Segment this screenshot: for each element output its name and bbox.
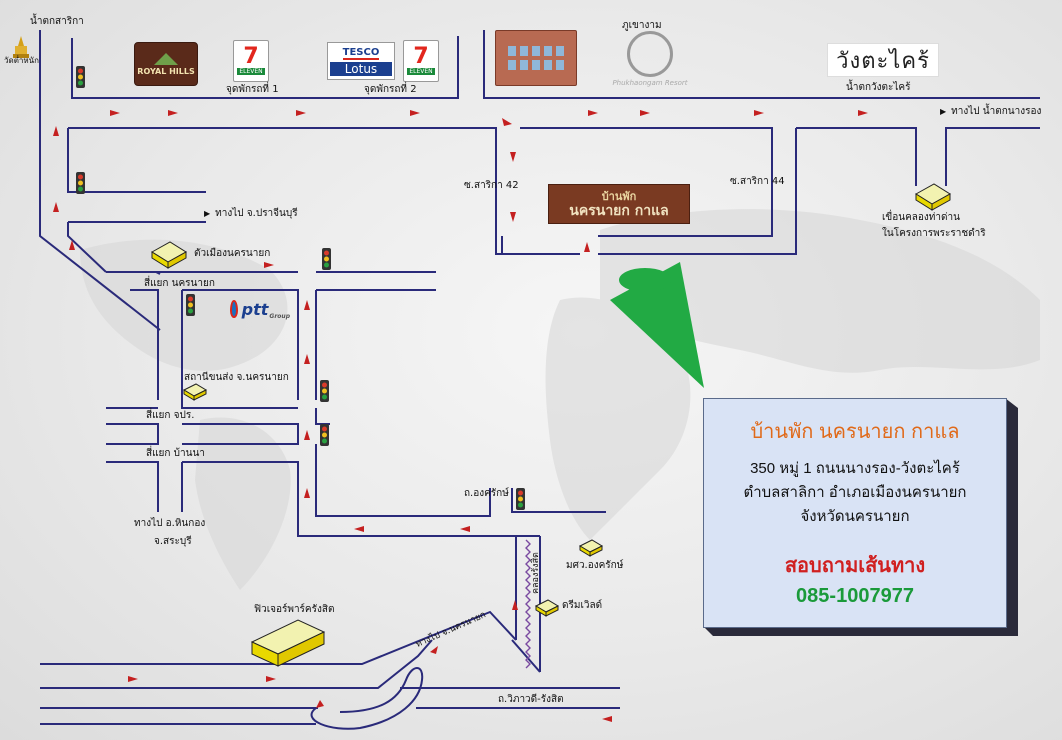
arrow-right-nakhon — [264, 262, 274, 268]
arrow-right-3 — [296, 110, 306, 116]
arrow-right-8 — [858, 110, 868, 116]
seven-eleven-logo: 7 ELEVEN — [233, 40, 269, 82]
arrow-right-4 — [410, 110, 420, 116]
arrow-down-soi42b — [510, 212, 516, 222]
label-soi-44-name: ซ.สาริกา — [730, 176, 769, 187]
card-phone[interactable]: 085-1007977 — [796, 585, 914, 607]
small-building-icon — [578, 539, 604, 557]
traffic-lights — [76, 66, 525, 510]
wangtakrai-logo: วังตะไคร้ — [827, 43, 939, 77]
arrow-loop-bottom — [316, 700, 324, 708]
small-building-icon — [182, 383, 208, 401]
arrow-up-resort — [584, 242, 590, 252]
label-rest-stop-1: จุดพักรถที่ 1 — [226, 84, 279, 95]
future-park-building — [250, 619, 326, 667]
arrow-right-hw2 — [266, 676, 276, 682]
label-dreamworld: ดรีมเวิลด์ — [562, 600, 603, 611]
temple-icon — [13, 36, 29, 58]
traffic-light-icon — [516, 488, 525, 510]
location-pointer — [610, 262, 704, 388]
label-to-prachinburi: ทางไป จ.ปราจีนบุรี — [204, 208, 297, 220]
card-address-2: ตำบลสาลิกา อำเภอเมืองนครนายก — [743, 484, 967, 501]
label-rangsit-canal: คลองรังสิต — [531, 552, 541, 594]
label-swu: มศว.องครักษ์ — [566, 560, 624, 571]
small-building-icon — [534, 599, 560, 617]
building-icon — [915, 183, 951, 211]
info-card: บ้านพัก นครนายก กาแล 350 หมู่ 1 ถนนนางรอ… — [703, 398, 1007, 628]
seven-eleven-logo: 7 ELEVEN — [403, 40, 439, 82]
arrow-left-ong2 — [460, 526, 470, 532]
arrow-down-soi42 — [510, 152, 516, 162]
arrow-up-left2 — [53, 202, 59, 212]
arrow-left-ong1 — [354, 526, 364, 532]
road-lines — [39, 30, 1040, 730]
label-soi-44: ซ.สาริกา 44 — [730, 176, 785, 188]
label-vibhavadi: ถ.วิภาวดี-รังสิต — [498, 694, 564, 705]
arrow-right-6 — [640, 110, 650, 116]
arrow-left-hw — [602, 716, 612, 722]
world-background — [80, 209, 1040, 590]
arrow-right-7 — [754, 110, 764, 116]
direction-arrows — [53, 110, 868, 722]
label-dam-2: ในโครงการพระราชดำริ — [882, 228, 986, 239]
label-soi-42-name: ซ.สาริกา — [464, 180, 503, 191]
royal-hills-logo: ROYAL HILLS — [134, 42, 198, 86]
phukhao-resort-logo: Phukhaongam Resort — [600, 26, 700, 92]
label-soi-42: ซ.สาริกา 42 — [464, 180, 519, 192]
traffic-light-icon — [76, 66, 85, 88]
card-ask-directions: สอบถามเส้นทาง — [784, 555, 926, 577]
school-building-icon — [495, 30, 577, 86]
label-saraburi: จ.สระบุรี — [154, 536, 192, 547]
label-junction-jpr: สี่แยก จปร. — [146, 410, 195, 421]
card-title: บ้านพัก นครนายก กาแล — [750, 421, 960, 443]
label-soi-44-number: 44 — [771, 176, 785, 187]
card-address-3: จังหวัดนครนายก — [800, 508, 910, 525]
traffic-light-icon — [322, 248, 331, 270]
traffic-light-icon — [320, 380, 329, 402]
label-ongkharak-road: ถ.องครักษ์ — [464, 488, 509, 499]
arrow-up-left3 — [69, 240, 75, 250]
arrow-right-5 — [588, 110, 598, 116]
arrow-up-grid4 — [304, 488, 310, 498]
label-junction-bannna: สี่แยก บ้านนา — [146, 448, 205, 459]
label-wang-waterfall: น้ำตกวังตะไคร้ — [846, 82, 911, 93]
arrow-up-canal — [512, 600, 518, 610]
arrow-diag-loop — [430, 646, 438, 654]
arrow-right-1 — [110, 110, 120, 116]
traffic-light-icon — [320, 424, 329, 446]
landmark-buildings — [151, 183, 951, 667]
traffic-light-icon — [76, 172, 85, 194]
ptt-logo: ptt Group — [230, 298, 290, 320]
arrow-up-grid3 — [304, 430, 310, 440]
traffic-light-icon — [186, 294, 195, 316]
label-waterfall-sarika: น้ำตกสาริกา — [30, 16, 84, 27]
label-wat: วัดต่ำหนัก — [4, 56, 39, 65]
arrow-diag — [502, 118, 512, 126]
label-to-nangrong: ทางไป น้ำตกนางรอง — [940, 106, 1041, 118]
arrow-right-hw1 — [128, 676, 138, 682]
label-dam-1: เขื่อนคลองท่าด่าน — [882, 212, 960, 223]
arrow-up-grid1 — [304, 300, 310, 310]
label-phukhao: ภูเขางาม — [622, 20, 662, 31]
location-pointer-top — [619, 268, 671, 292]
arrow-up-left1 — [53, 126, 59, 136]
card-address-1: 350 หมู่ 1 ถนนนางรอง-วังตะไคร้ — [750, 460, 960, 477]
building-icon — [151, 241, 187, 269]
tesco-lotus-logo: TESCO Lotus — [327, 42, 395, 80]
label-future-park: ฟิวเจอร์พาร์ครังสิต — [254, 604, 335, 615]
label-soi-42-number: 42 — [505, 180, 519, 191]
arrow-up-grid2 — [304, 354, 310, 364]
label-junction-nakhon: สี่แยก นครนายก — [144, 278, 215, 289]
label-city-hall: ตัวเมืองนครนายก — [194, 248, 271, 259]
rangsit-canal-line — [525, 539, 531, 669]
label-rest-stop-2: จุดพักรถที่ 2 — [364, 84, 417, 95]
label-to-hinkong: ทางไป อ.หินกอง — [134, 518, 206, 529]
label-bus-station: สถานีขนส่ง จ.นครนายก — [184, 372, 289, 383]
arrow-right-2 — [168, 110, 178, 116]
resort-sign-logo: บ้านพัก นครนายก กาแล — [548, 184, 690, 224]
